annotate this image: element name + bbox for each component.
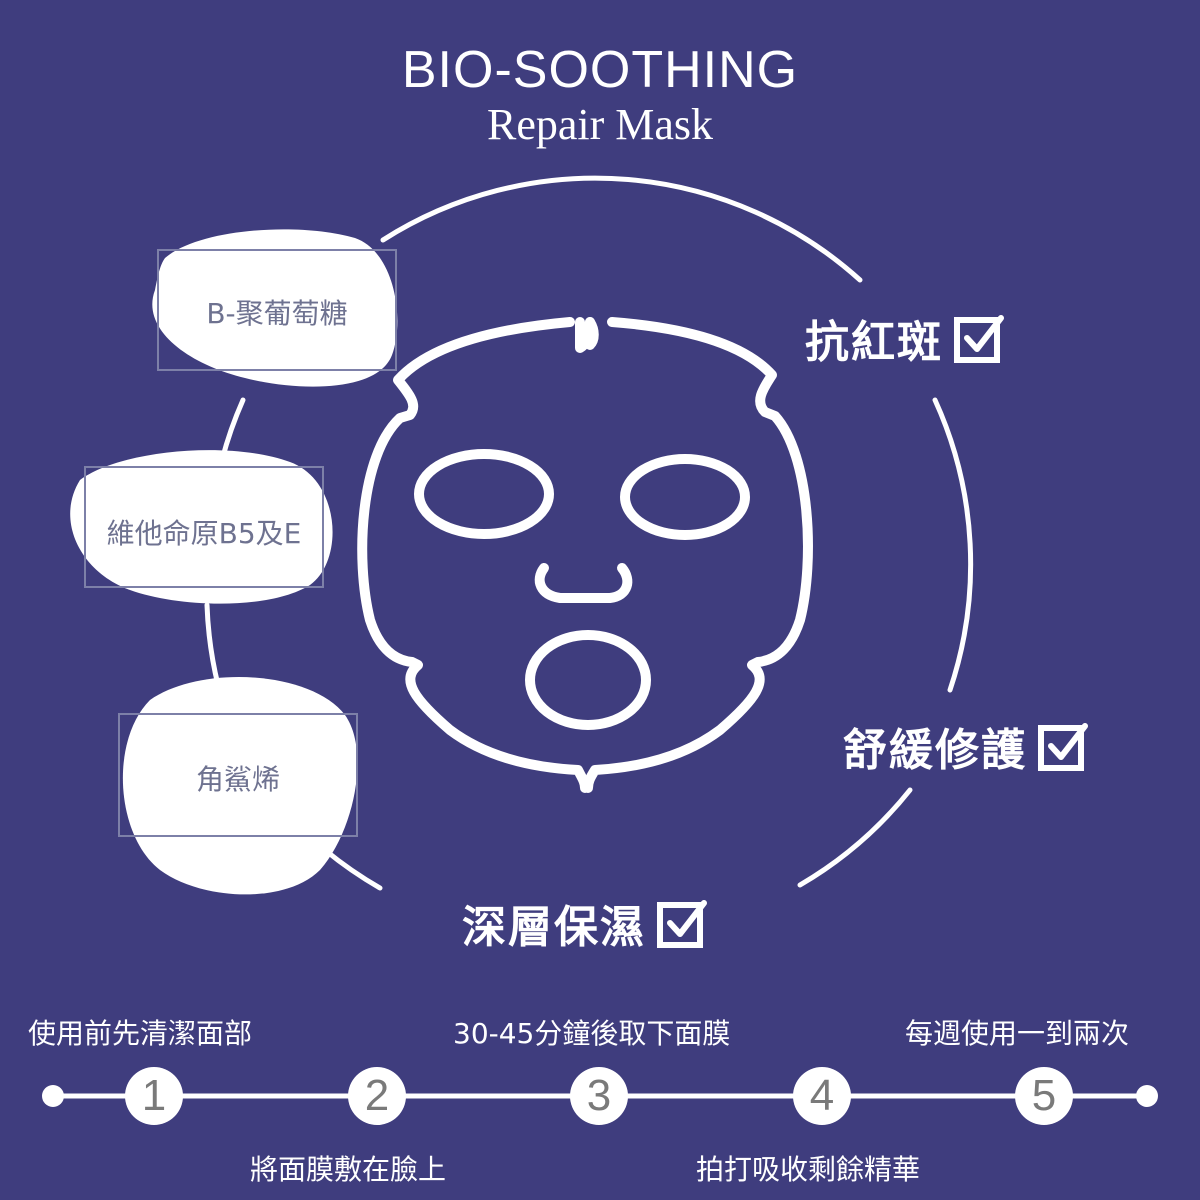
step-4-text: 拍打吸收剩餘精華: [696, 1153, 921, 1186]
ingredient-label-3: 角鯊烯: [195, 763, 280, 796]
ingredient-blob-3: [122, 677, 358, 895]
face-mask-icon: [357, 317, 813, 793]
steps-start-dot: [42, 1085, 64, 1107]
circle-arc-top: [380, 175, 863, 283]
step-2-number: 2: [348, 1067, 406, 1125]
benefit-label: 深層保濕: [462, 902, 646, 953]
benefit-soothing-repair: 舒緩修護: [843, 714, 1089, 778]
step-4-number: 4: [793, 1067, 851, 1125]
step-5-number: 5: [1015, 1067, 1073, 1125]
benefit-anti-redness: 抗紅斑: [805, 306, 1005, 370]
benefit-label: 舒緩修護: [843, 725, 1027, 776]
step-1-number: 1: [125, 1067, 183, 1125]
step-2-text: 將面膜敷在臉上: [250, 1153, 447, 1186]
step-3-number: 3: [570, 1067, 628, 1125]
checkbox-checked-icon: [954, 315, 1004, 363]
steps-end-dot: [1136, 1085, 1158, 1107]
ingredient-frame-1: [157, 249, 397, 371]
ingredient-label-1: B-聚葡萄糖: [206, 297, 348, 330]
benefit-label: 抗紅斑: [805, 317, 943, 368]
product-title: BIO-SOOTHING: [401, 41, 799, 99]
step-3-text: 30-45分鐘後取下面膜: [453, 1017, 731, 1050]
checkbox-checked-icon: [1038, 723, 1088, 771]
ingredient-label-2: 維他命原B5及E: [106, 517, 302, 550]
ingredient-blob-2: [70, 450, 333, 604]
product-subtitle: Repair Mask: [486, 100, 714, 149]
circle-arc-lower-right: [797, 787, 913, 888]
circle-arc-right: [932, 397, 974, 693]
step-1-text: 使用前先清潔面部: [28, 1017, 253, 1050]
benefit-deep-moisture: 深層保濕: [462, 891, 708, 955]
ingredient-frame-3: [118, 713, 358, 837]
step-5-text: 每週使用一到兩次: [905, 1017, 1130, 1050]
ingredient-frame-2: [84, 466, 324, 588]
checkbox-checked-icon: [657, 900, 707, 948]
circle-arc-left-middle: [204, 602, 221, 688]
circle-arc-left-lower: [322, 847, 383, 891]
ingredient-blob-1: [152, 229, 398, 387]
